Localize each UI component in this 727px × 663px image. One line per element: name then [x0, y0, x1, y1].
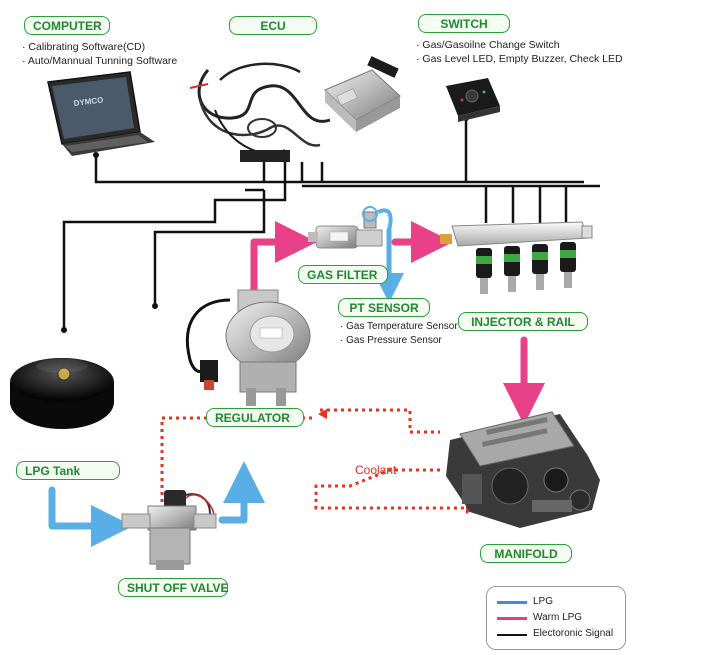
switch-desc-line: · Gas/Gasoilne Change Switch: [416, 39, 560, 51]
pt-sensor-description: · Gas Temperature Sensor · Gas Pressure …: [340, 320, 458, 348]
lpg-flow-arrows: [48, 227, 404, 547]
laptop-brand-text: DYMCO: [73, 95, 104, 108]
legend-line-warm-lpg: [497, 617, 527, 620]
computer-desc-line: · Auto/Mannual Tunning Software: [22, 55, 178, 67]
shut-off-valve-icon: [121, 490, 217, 570]
switch-desc-line: · Gas Level LED, Empty Buzzer, Check LED: [416, 53, 623, 65]
manifold-label: MANIFOLD: [480, 544, 572, 563]
shut-off-valve-label: SHUT OFF VALVE: [118, 578, 229, 597]
legend-line-signal: [497, 634, 527, 636]
lpg-tank-icon: [10, 358, 114, 429]
injector-rail-icon: [440, 221, 593, 294]
electronic-signal-wires: [62, 118, 600, 328]
ecu-label: ECU: [229, 16, 317, 35]
pt-sensor-label: PT SENSOR: [338, 298, 430, 317]
computer-desc-line: · Calibrating Software(CD): [22, 41, 146, 53]
switch-icon: [446, 78, 500, 122]
legend-text: Electoronic Signal: [533, 628, 614, 639]
warm-lpg-flow-arrows: [250, 221, 545, 425]
regulator-label: REGULATOR: [206, 408, 304, 427]
switch-label: SWITCH: [418, 14, 510, 33]
gas-filter-label: GAS FILTER: [298, 265, 388, 284]
coolant-label: Coolant: [355, 463, 397, 477]
gas-filter-icon: [308, 206, 393, 249]
pt-sensor-desc-line: · Gas Pressure Sensor: [340, 335, 442, 346]
injector-rail-label: INJECTOR & RAIL: [458, 312, 588, 331]
legend: LPG Warm LPG Electoronic Signal: [486, 586, 626, 650]
engine-manifold-icon: [446, 411, 600, 528]
lpg-tank-label: LPG Tank: [16, 461, 120, 480]
legend-line-lpg: [497, 601, 527, 604]
ecu-icon: [189, 56, 401, 162]
computer-description: · Calibrating Software(CD) · Auto/Mannua…: [22, 40, 177, 68]
switch-description: · Gas/Gasoilne Change Switch · Gas Level…: [416, 38, 623, 66]
laptop-icon: DYMCO: [47, 71, 155, 156]
regulator-icon: [185, 289, 311, 406]
computer-label: COMPUTER: [24, 16, 110, 35]
legend-text: Warm LPG: [533, 612, 583, 623]
pt-sensor-desc-line: · Gas Temperature Sensor: [340, 321, 458, 332]
legend-text: LPG: [533, 596, 554, 607]
